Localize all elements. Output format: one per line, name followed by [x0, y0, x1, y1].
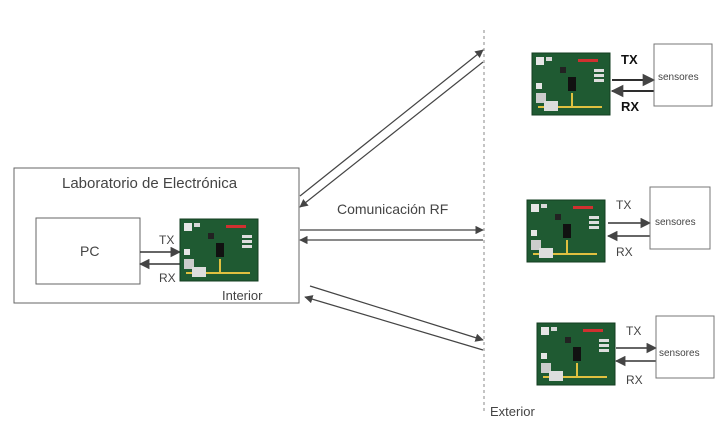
- lab-box: [13, 167, 300, 304]
- node-1-board-image: [531, 52, 611, 116]
- node-1-tx-label: TX: [621, 52, 638, 67]
- rf-label: Comunicación RF: [337, 201, 448, 217]
- node-1-sensors-box: [653, 43, 713, 107]
- exterior-label: Exterior: [490, 404, 535, 419]
- node-2-sensors-label: sensores: [655, 217, 696, 228]
- node-2-board-image: [526, 199, 606, 263]
- rf-link-bot-in: [304, 295, 484, 351]
- lab-rx-label: RX: [159, 271, 176, 285]
- interior-label: Interior: [222, 288, 263, 303]
- interior-board-image: [179, 218, 259, 282]
- rf-link-top-in: [299, 61, 484, 208]
- node-3-sensors-box: [655, 315, 715, 379]
- node-3-board-image: [536, 322, 616, 386]
- node-2-tx-label: TX: [616, 198, 631, 212]
- node-3-rx-label: RX: [626, 373, 643, 387]
- lab-tx-label: TX: [159, 233, 174, 247]
- pc-box: [35, 217, 141, 285]
- pc-label: PC: [80, 243, 99, 259]
- rf-link-top-out: [299, 49, 484, 197]
- node-3-tx-label: TX: [626, 324, 641, 338]
- node-1-sensors-label: sensores: [658, 72, 699, 83]
- node-3-sensors-label: sensores: [659, 348, 700, 359]
- node-1-rx-label: RX: [621, 99, 639, 114]
- node-2-rx-label: RX: [616, 245, 633, 259]
- lab-title: Laboratorio de Electrónica: [62, 175, 238, 192]
- rf-link-bot-out: [309, 285, 484, 342]
- node-2-sensors-box: [649, 186, 711, 250]
